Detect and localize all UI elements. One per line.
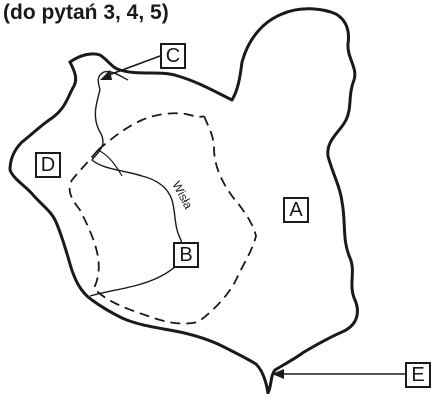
- point-label-c: C: [160, 43, 186, 69]
- vistula-delta: [97, 70, 129, 91]
- country-border-west: [8, 60, 270, 395]
- region-label-d: D: [35, 152, 61, 178]
- region-boundary-dashed: [68, 115, 257, 325]
- country-border: [68, 7, 359, 395]
- arrowhead-c: [100, 70, 112, 80]
- arrowhead-e: [272, 369, 284, 379]
- pointer-line-c: [105, 55, 161, 77]
- vistula-river: [89, 89, 183, 297]
- region-label-b: B: [173, 242, 199, 268]
- tributary-river: [97, 149, 123, 177]
- region-boundary-dashed-north: [97, 112, 205, 151]
- region-label-a: A: [283, 197, 309, 223]
- map-title: (do pytań 3, 4, 5): [3, 1, 169, 24]
- point-label-e: E: [405, 362, 431, 388]
